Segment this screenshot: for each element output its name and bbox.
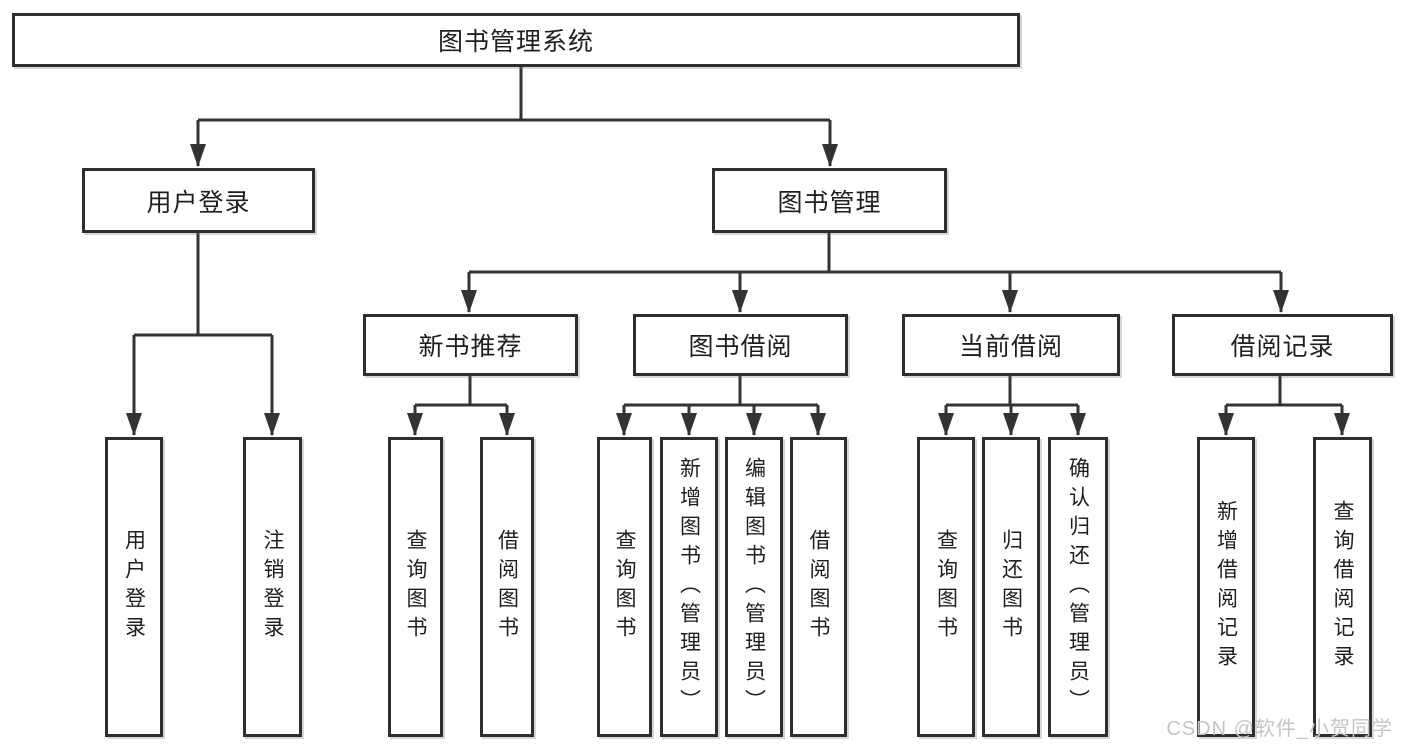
node-borrowing-records: 借阅记录 — [1172, 314, 1393, 376]
leaf-query-books-current-label: 查询图书 — [934, 529, 958, 645]
leaf-user-login-label: 用户登录 — [122, 529, 146, 645]
leaf-edit-book-admin-label: 编辑图书（管理员） — [742, 456, 766, 718]
node-book-borrowing-label: 图书借阅 — [688, 333, 793, 361]
leaf-query-borrow-record-label: 查询借阅记录 — [1331, 500, 1354, 674]
leaf-borrow-books-borrowing-label: 借阅图书 — [807, 529, 830, 645]
node-user-login: 用户登录 — [82, 168, 315, 233]
leaf-query-books-recommend-label: 查询图书 — [404, 529, 427, 645]
node-current-borrowing-label: 当前借阅 — [958, 333, 1063, 361]
leaf-borrow-books-recommend-label: 借阅图书 — [495, 529, 519, 645]
leaf-borrow-books-borrowing: 借阅图书 — [790, 437, 847, 737]
node-book-borrowing: 图书借阅 — [633, 314, 848, 376]
leaf-add-book-admin-label: 新增图书（管理员） — [677, 456, 701, 718]
node-book-management: 图书管理 — [712, 168, 947, 233]
node-library-system-label: 图书管理系统 — [437, 28, 594, 56]
leaf-edit-book-admin: 编辑图书（管理员） — [725, 437, 783, 737]
leaf-borrow-books-recommend: 借阅图书 — [480, 437, 534, 737]
leaf-query-books-recommend: 查询图书 — [388, 437, 443, 737]
leaf-confirm-return-admin: 确认归还（管理员） — [1048, 437, 1108, 737]
leaf-query-books-borrowing-label: 查询图书 — [613, 529, 636, 645]
node-book-management-label: 图书管理 — [777, 188, 882, 217]
node-borrowing-records-label: 借阅记录 — [1230, 333, 1335, 361]
leaf-query-books-current: 查询图书 — [917, 437, 975, 737]
leaf-logout: 注销登录 — [243, 437, 302, 737]
csdn-watermark: CSDN @软件_小贺同学 — [1166, 718, 1393, 740]
leaf-confirm-return-admin-label: 确认归还（管理员） — [1066, 456, 1090, 718]
leaf-add-borrow-record: 新增借阅记录 — [1197, 437, 1255, 737]
node-new-book-recommend-label: 新书推荐 — [418, 333, 523, 361]
node-current-borrowing: 当前借阅 — [902, 314, 1120, 376]
leaf-add-borrow-record-label: 新增借阅记录 — [1214, 500, 1238, 674]
leaf-user-login: 用户登录 — [105, 437, 163, 737]
leaf-logout-label: 注销登录 — [261, 529, 284, 645]
leaf-return-book: 归还图书 — [982, 437, 1040, 737]
leaf-add-book-admin: 新增图书（管理员） — [660, 437, 718, 737]
leaf-return-book-label: 归还图书 — [999, 529, 1023, 645]
leaf-query-books-borrowing: 查询图书 — [597, 437, 652, 737]
node-user-login-label: 用户登录 — [146, 188, 251, 217]
node-library-system: 图书管理系统 — [12, 13, 1020, 67]
node-new-book-recommend: 新书推荐 — [363, 314, 578, 376]
leaf-query-borrow-record: 查询借阅记录 — [1313, 437, 1372, 737]
